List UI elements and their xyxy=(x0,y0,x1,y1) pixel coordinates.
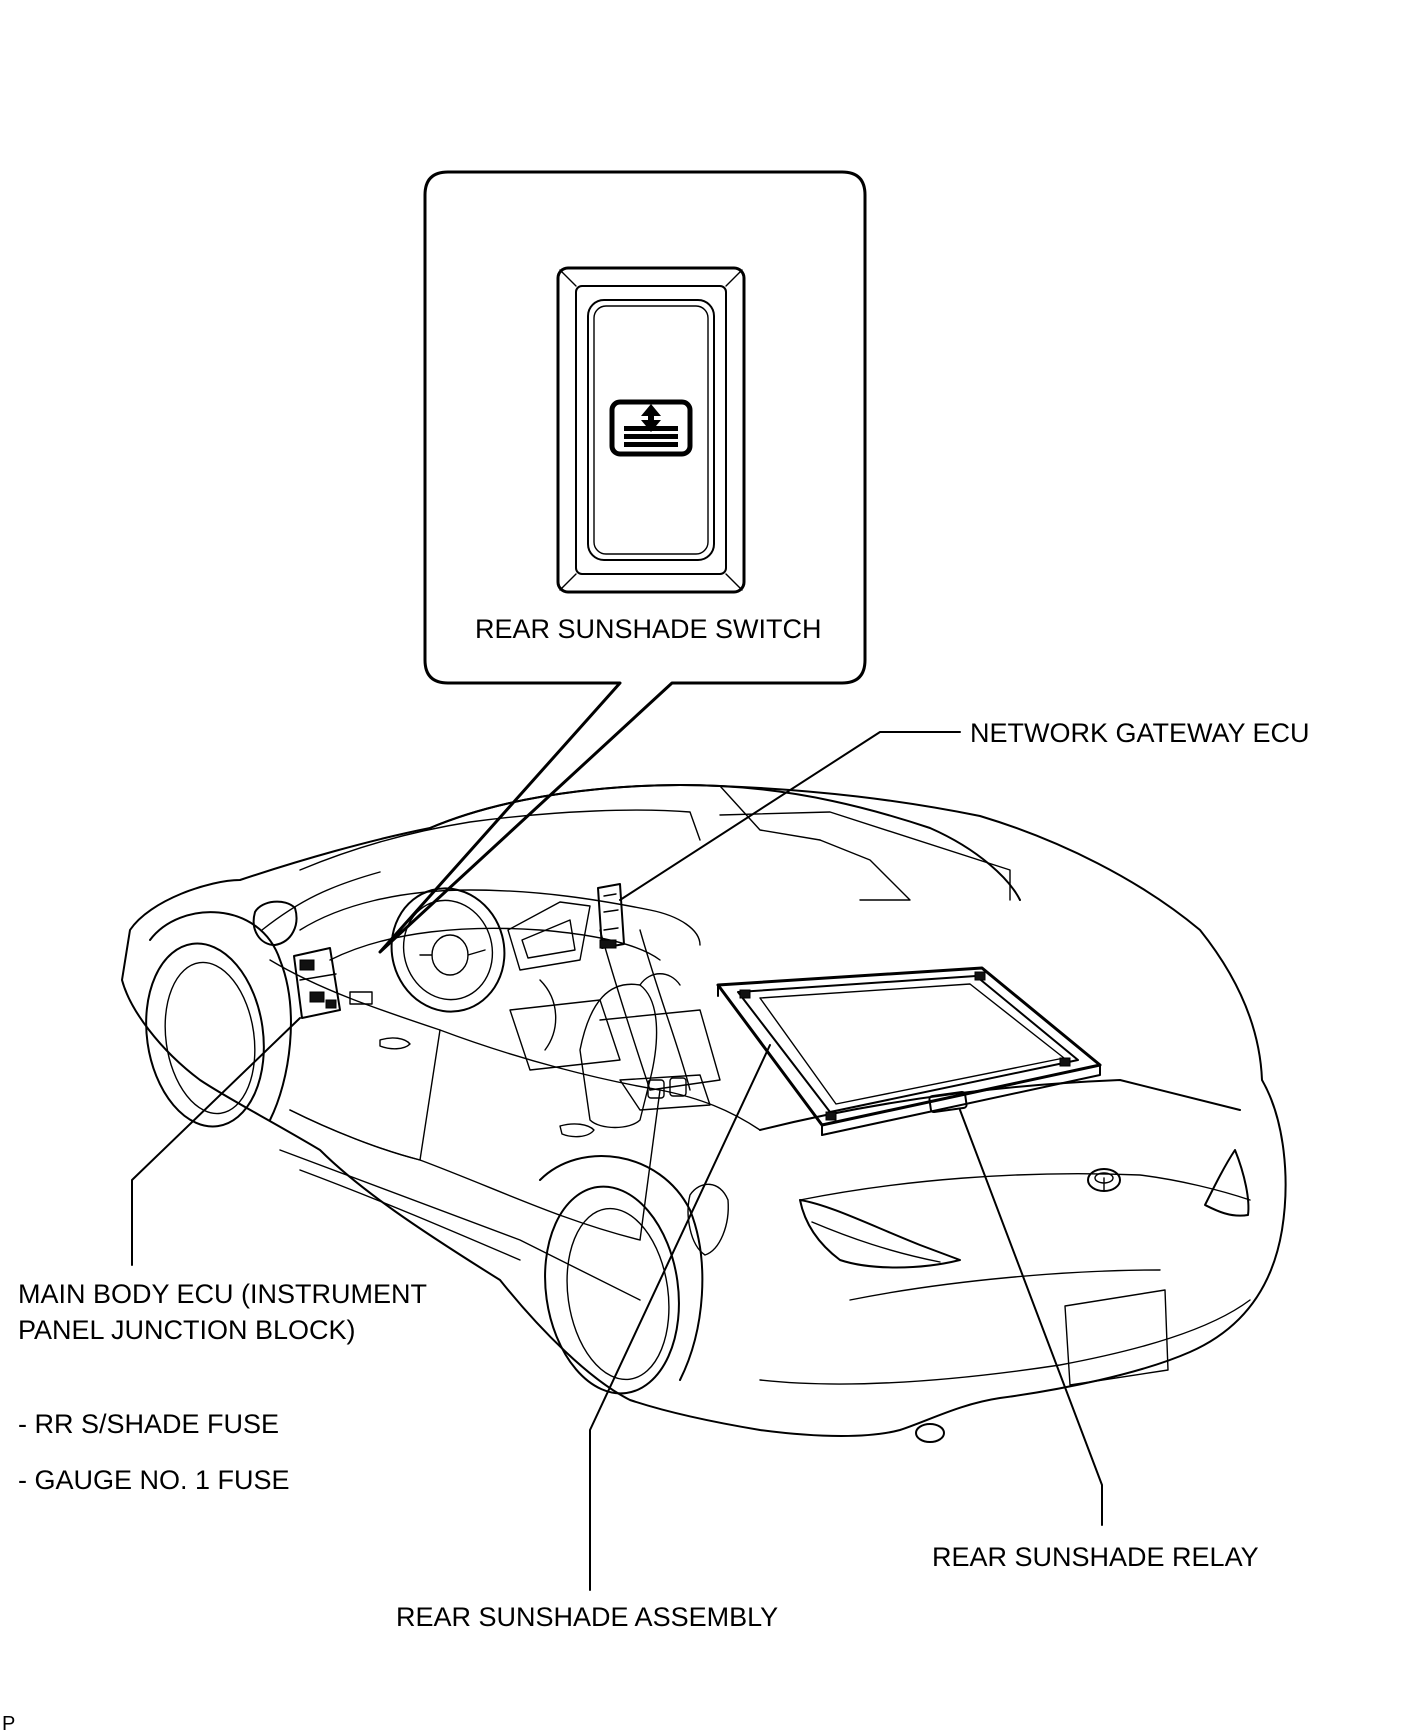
rear-sunshade-assembly-label: REAR SUNSHADE ASSEMBLY xyxy=(396,1602,778,1632)
front-door xyxy=(269,959,441,1161)
switch-bezel-inner xyxy=(575,285,727,575)
rear-sunshade-relay-label: REAR SUNSHADE RELAY xyxy=(932,1542,1259,1572)
rear-sunshade-relay-block xyxy=(928,1090,968,1114)
rear-sunshade-switch-label: REAR SUNSHADE SWITCH xyxy=(475,614,822,644)
steering-wheel xyxy=(390,887,506,1013)
dashboard xyxy=(299,889,701,946)
leader-lines xyxy=(131,731,1103,1591)
sunshade-up-down-icon xyxy=(609,399,693,457)
emblem-icon xyxy=(1087,1168,1121,1192)
rear-wheel xyxy=(539,1155,704,1395)
leader-network-gateway-ecu xyxy=(619,731,961,901)
rear-sunshade-switch-illustration xyxy=(556,266,746,594)
rear-window xyxy=(719,811,1011,901)
switch-bezel-outer xyxy=(556,266,746,594)
left-tail-light xyxy=(799,1199,961,1269)
windshield xyxy=(299,809,701,871)
exhaust-tip xyxy=(915,1423,945,1443)
front-wheel xyxy=(145,911,292,1128)
side-mirror xyxy=(252,900,298,946)
switch-callout: REAR SUNSHADE SWITCH xyxy=(378,170,867,954)
network-gateway-ecu-block xyxy=(597,883,625,949)
leader-rear-sunshade-relay xyxy=(959,1109,1103,1526)
front-door-handle xyxy=(379,1037,411,1050)
main-body-ecu-label-line2: PANEL JUNCTION BLOCK) xyxy=(18,1315,356,1345)
rear-sunshade-assembly xyxy=(716,966,1102,1136)
network-gateway-ecu-label: NETWORK GATEWAY ECU xyxy=(970,718,1310,748)
front-seat xyxy=(579,983,658,1129)
fuel-door xyxy=(687,1183,729,1256)
switch-knob-face xyxy=(593,305,709,555)
main-body-ecu-block xyxy=(293,947,373,1019)
rear-door-handle xyxy=(559,1123,595,1138)
switch-callout-frame xyxy=(378,170,867,954)
leader-main-body-ecu xyxy=(131,1017,301,1266)
right-tail-light xyxy=(1204,1149,1250,1217)
leader-rear-sunshade-assembly xyxy=(589,1044,771,1591)
rr-sshade-fuse-label: - RR S/SHADE FUSE xyxy=(18,1409,279,1439)
vehicle-illustration xyxy=(121,784,1287,1443)
corner-mark: P xyxy=(2,1713,15,1734)
gauge-no1-fuse-label: - GAUGE NO. 1 FUSE xyxy=(18,1465,290,1495)
main-body-ecu-label-line1: MAIN BODY ECU (INSTRUMENT xyxy=(18,1279,427,1309)
license-plate xyxy=(1064,1289,1169,1386)
switch-knob xyxy=(587,299,715,561)
car-roof xyxy=(429,784,1021,901)
